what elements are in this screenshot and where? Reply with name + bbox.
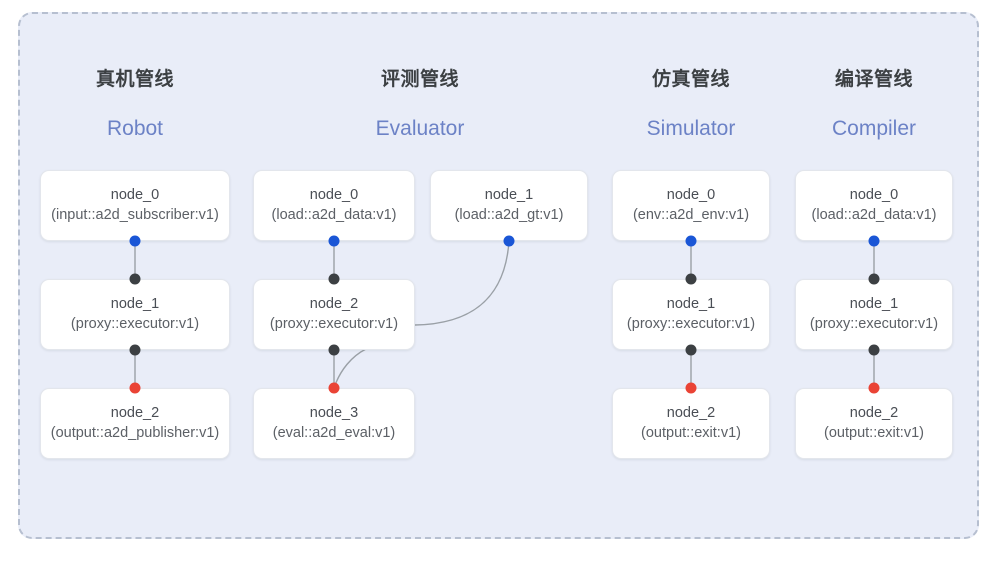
node-type-label: (output::a2d_publisher:v1) bbox=[50, 425, 220, 441]
node-type-label: (eval::a2d_eval:v1) bbox=[272, 425, 396, 441]
port-in-compiler-0[interactable] bbox=[868, 235, 880, 247]
node-robot-node_2[interactable]: node_2(output::a2d_publisher:v1) bbox=[40, 388, 230, 459]
node-id-label: node_1 bbox=[666, 296, 716, 312]
column-title-cn-evaluator: 评测管线 bbox=[380, 69, 459, 90]
node-compiler-node_2[interactable]: node_2(output::exit:v1) bbox=[795, 388, 953, 459]
node-type-label: (proxy::executor:v1) bbox=[626, 316, 756, 332]
node-robot-node_1[interactable]: node_1(proxy::executor:v1) bbox=[40, 279, 230, 350]
node-type-label: (load::a2d_gt:v1) bbox=[454, 207, 564, 223]
node-id-label: node_1 bbox=[849, 296, 899, 312]
node-id-label: node_0 bbox=[666, 187, 716, 203]
node-id-label: node_0 bbox=[110, 187, 160, 203]
port-out-compiler-3[interactable] bbox=[868, 382, 880, 394]
column-header-evaluator: 评测管线 Evaluator bbox=[376, 64, 465, 141]
node-type-label: (load::a2d_data:v1) bbox=[811, 207, 937, 223]
port-out-simulator-3[interactable] bbox=[685, 382, 697, 394]
node-robot-node_0[interactable]: node_0(input::a2d_subscriber:v1) bbox=[40, 170, 230, 241]
node-id-label: node_2 bbox=[849, 405, 899, 421]
node-simulator-node_2[interactable]: node_2(output::exit:v1) bbox=[612, 388, 770, 459]
node-id-label: node_1 bbox=[484, 187, 534, 203]
port-in-simulator-0[interactable] bbox=[685, 235, 697, 247]
port-mid-compiler-2[interactable] bbox=[868, 344, 880, 356]
node-type-label: (proxy::executor:v1) bbox=[70, 316, 200, 332]
column-title-cn-simulator: 仿真管线 bbox=[651, 69, 731, 90]
column-header-simulator: 仿真管线 Simulator bbox=[647, 64, 736, 141]
node-simulator-node_0[interactable]: node_0(env::a2d_env:v1) bbox=[612, 170, 770, 241]
node-evaluator-node_2[interactable]: node_2(proxy::executor:v1) bbox=[253, 279, 415, 350]
port-mid-evaluator-3[interactable] bbox=[328, 344, 340, 356]
node-evaluator-node_3[interactable]: node_3(eval::a2d_eval:v1) bbox=[253, 388, 415, 459]
port-out-robot-3[interactable] bbox=[129, 382, 141, 394]
column-title-cn-robot: 真机管线 bbox=[95, 69, 175, 90]
column-title-en-evaluator: Evaluator bbox=[375, 117, 465, 140]
node-type-label: (output::exit:v1) bbox=[641, 425, 741, 441]
node-type-label: (proxy::executor:v1) bbox=[809, 316, 939, 332]
port-in-evaluator-0[interactable] bbox=[328, 235, 340, 247]
port-in-robot-0[interactable] bbox=[129, 235, 141, 247]
port-mid-robot-1[interactable] bbox=[129, 273, 141, 285]
node-id-label: node_1 bbox=[110, 296, 160, 312]
column-header-robot: 真机管线 Robot bbox=[96, 64, 174, 141]
node-id-label: node_2 bbox=[666, 405, 716, 421]
port-mid-simulator-2[interactable] bbox=[685, 344, 697, 356]
node-id-label: node_0 bbox=[309, 187, 359, 203]
port-in-evaluator-1[interactable] bbox=[503, 235, 515, 247]
column-header-compiler: 编译管线 Compiler bbox=[832, 64, 916, 141]
node-id-label: node_3 bbox=[309, 405, 359, 421]
node-type-label: (load::a2d_data:v1) bbox=[271, 207, 397, 223]
node-evaluator-node_0[interactable]: node_0(load::a2d_data:v1) bbox=[253, 170, 415, 241]
node-type-label: (env::a2d_env:v1) bbox=[632, 207, 750, 223]
port-mid-evaluator-2[interactable] bbox=[328, 273, 340, 285]
node-id-label: node_0 bbox=[849, 187, 899, 203]
node-evaluator-node_1[interactable]: node_1(load::a2d_gt:v1) bbox=[430, 170, 588, 241]
port-out-evaluator-4[interactable] bbox=[328, 382, 340, 394]
port-mid-compiler-1[interactable] bbox=[868, 273, 880, 285]
column-title-en-simulator: Simulator bbox=[646, 117, 736, 140]
column-title-cn-compiler: 编译管线 bbox=[834, 69, 913, 90]
node-compiler-node_0[interactable]: node_0(load::a2d_data:v1) bbox=[795, 170, 953, 241]
column-title-en-compiler: Compiler bbox=[831, 117, 917, 140]
column-title-en-robot: Robot bbox=[106, 117, 164, 140]
node-type-label: (proxy::executor:v1) bbox=[269, 316, 399, 332]
node-simulator-node_1[interactable]: node_1(proxy::executor:v1) bbox=[612, 279, 770, 350]
port-mid-simulator-1[interactable] bbox=[685, 273, 697, 285]
port-mid-robot-2[interactable] bbox=[129, 344, 141, 356]
node-compiler-node_1[interactable]: node_1(proxy::executor:v1) bbox=[795, 279, 953, 350]
node-id-label: node_2 bbox=[110, 405, 160, 421]
node-type-label: (output::exit:v1) bbox=[824, 425, 924, 441]
node-type-label: (input::a2d_subscriber:v1) bbox=[51, 207, 219, 223]
node-id-label: node_2 bbox=[309, 296, 359, 312]
